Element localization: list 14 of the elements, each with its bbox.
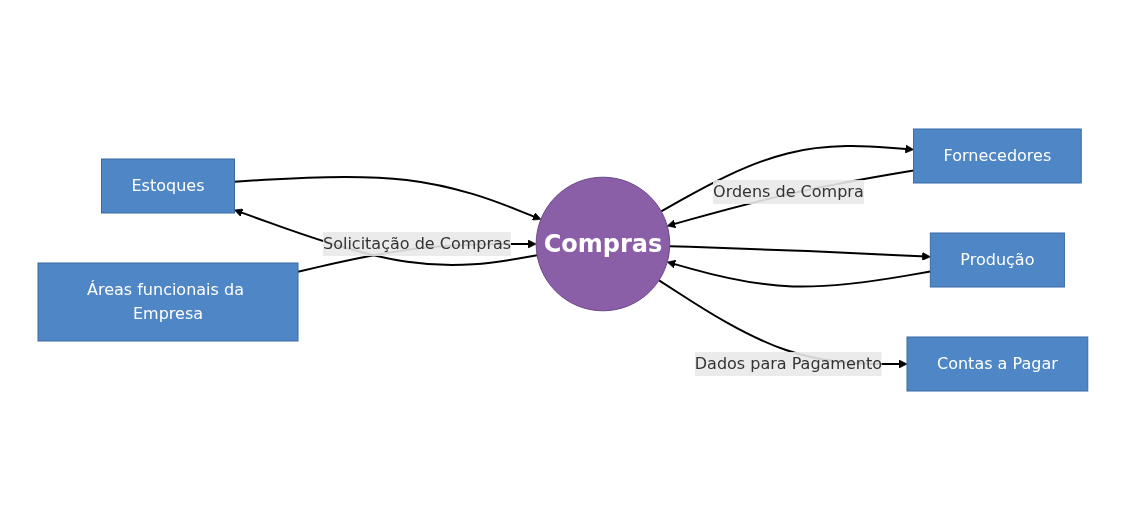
arrow [667, 169, 915, 229]
edge-label: Ordens de Compra [713, 182, 864, 201]
node-box: Contas a Pagar [906, 336, 1089, 392]
node-circle: Compras [535, 176, 671, 312]
edge-label: Solicitação de Compras [323, 234, 512, 253]
edge-label: Dados para Pagamento [694, 354, 883, 373]
arrow [660, 144, 915, 213]
node-box: Áreas funcionais da Empresa [37, 262, 299, 342]
node-box: Produção [929, 232, 1066, 288]
arrow [668, 245, 931, 261]
arrow [667, 259, 932, 288]
node-box: Estoques [101, 158, 236, 214]
arrow [233, 175, 542, 221]
node-box: Fornecedores [913, 128, 1082, 184]
